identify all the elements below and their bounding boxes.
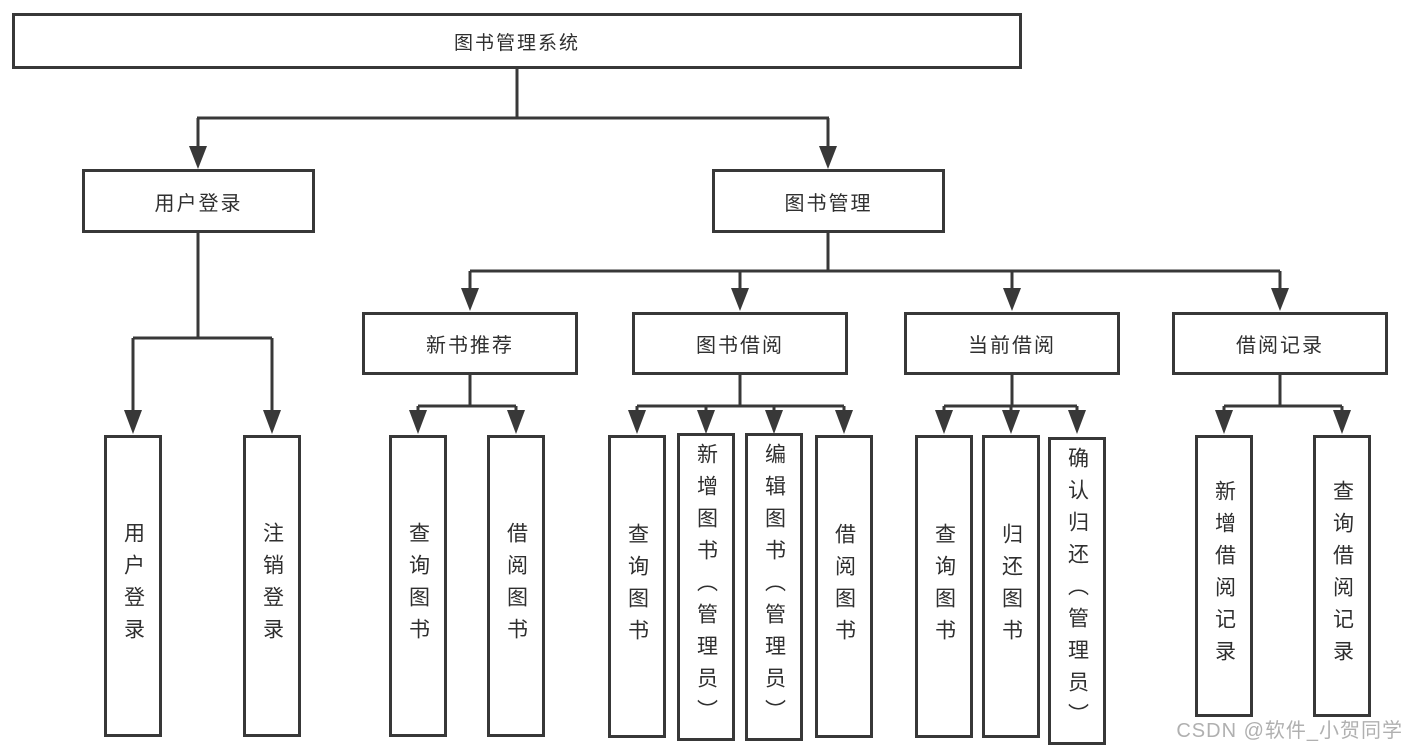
node-label: 确认归还（管理员） bbox=[1065, 447, 1089, 735]
node-label: 借阅图书 bbox=[832, 522, 856, 651]
leaf-confirm-return-admin: 确认归还（管理员） bbox=[1048, 437, 1106, 745]
leaf-add-borrow-record: 新增借阅记录 bbox=[1195, 435, 1253, 717]
node-label: 当前借阅 bbox=[968, 335, 1056, 357]
node-current-borrow: 当前借阅 bbox=[904, 312, 1120, 375]
node-new-book-recommend: 新书推荐 bbox=[362, 312, 578, 375]
node-label: 归还图书 bbox=[999, 522, 1023, 651]
node-label: 借阅图书 bbox=[504, 522, 528, 650]
node-label: 用户登录 bbox=[154, 192, 243, 215]
node-label: 借阅记录 bbox=[1236, 335, 1324, 357]
leaf-borrow-books-1: 借阅图书 bbox=[487, 435, 545, 737]
node-label: 查询图书 bbox=[932, 522, 956, 651]
node-label: 查询图书 bbox=[406, 522, 430, 650]
node-label: 图书借阅 bbox=[696, 335, 784, 357]
leaf-query-books-2: 查询图书 bbox=[608, 435, 666, 738]
node-label: 新增图书（管理员） bbox=[694, 443, 718, 731]
node-label: 新书推荐 bbox=[426, 335, 514, 357]
leaf-logout: 注销登录 bbox=[243, 435, 301, 737]
node-label: 编辑图书（管理员） bbox=[762, 443, 786, 731]
node-label: 查询图书 bbox=[625, 522, 649, 651]
node-label: 图书管理 bbox=[784, 192, 873, 215]
leaf-borrow-books-2: 借阅图书 bbox=[815, 435, 873, 738]
node-label: 查询借阅记录 bbox=[1330, 480, 1354, 672]
leaf-query-books-1: 查询图书 bbox=[389, 435, 447, 737]
leaf-user-login: 用户登录 bbox=[104, 435, 162, 737]
node-system-root: 图书管理系统 bbox=[12, 13, 1022, 69]
leaf-return-book: 归还图书 bbox=[982, 435, 1040, 738]
node-user-login-module: 用户登录 bbox=[82, 169, 315, 233]
leaf-query-books-3: 查询图书 bbox=[915, 435, 973, 738]
leaf-edit-book-admin: 编辑图书（管理员） bbox=[745, 433, 803, 741]
node-borrow-records: 借阅记录 bbox=[1172, 312, 1388, 375]
leaf-query-borrow-record: 查询借阅记录 bbox=[1313, 435, 1371, 717]
node-book-borrow: 图书借阅 bbox=[632, 312, 848, 375]
node-label: 用户登录 bbox=[121, 522, 145, 650]
node-label: 新增借阅记录 bbox=[1212, 480, 1236, 672]
node-label: 图书管理系统 bbox=[453, 32, 580, 54]
node-label: 注销登录 bbox=[260, 522, 284, 650]
csdn-watermark: CSDN @软件_小贺同学 bbox=[1176, 720, 1403, 742]
node-book-management-module: 图书管理 bbox=[712, 169, 945, 233]
leaf-add-book-admin: 新增图书（管理员） bbox=[677, 433, 735, 741]
